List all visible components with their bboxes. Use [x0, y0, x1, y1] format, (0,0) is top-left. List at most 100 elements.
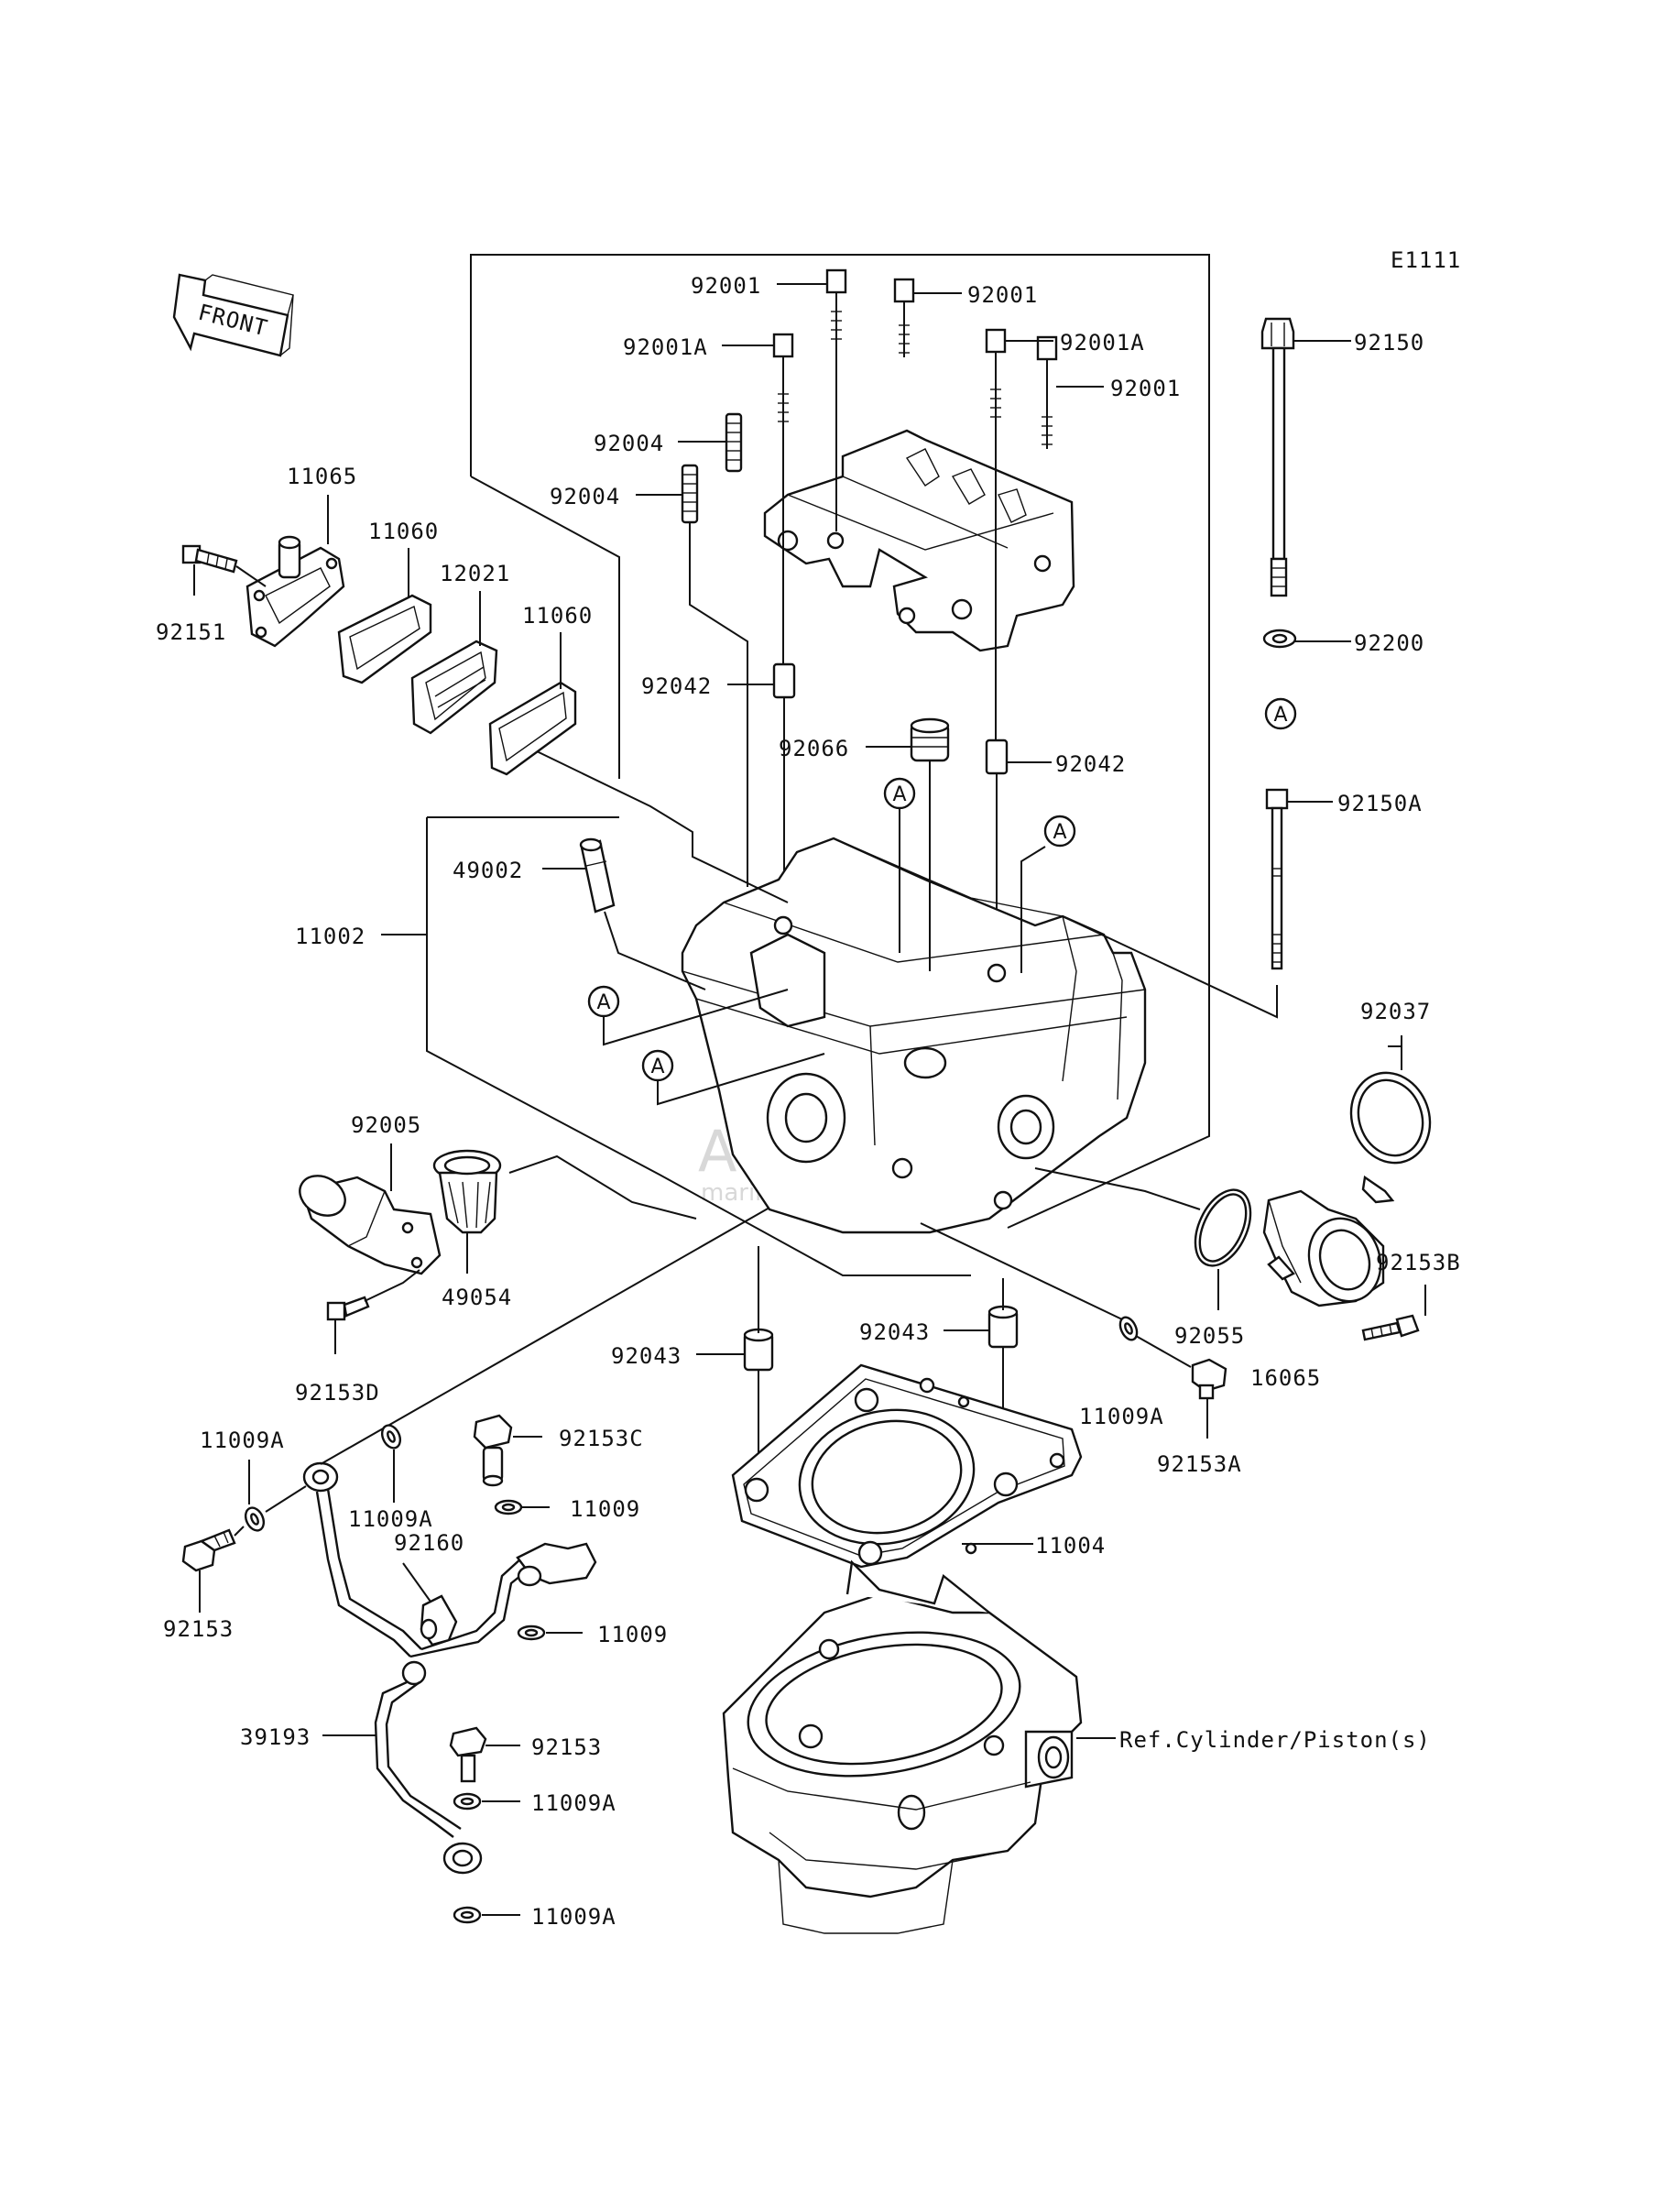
- bracket-92160: [420, 1594, 458, 1647]
- label-11009A-d: 11009A: [531, 1904, 616, 1930]
- part-labels: 92001 92001 92001A 92001A 92001 92004 92…: [156, 273, 1461, 1930]
- label-11004: 11004: [1035, 1533, 1106, 1559]
- label-92055: 92055: [1174, 1323, 1245, 1349]
- label-92042-b: 92042: [1055, 751, 1126, 777]
- label-92153C: 92153C: [559, 1426, 644, 1451]
- bolt-92153B: [1361, 1285, 1426, 1341]
- washer-11009-a: [494, 1499, 550, 1515]
- label-11060-b: 11060: [522, 603, 593, 629]
- label-92153A: 92153A: [1157, 1451, 1242, 1477]
- marker-a-1: A: [883, 777, 916, 953]
- label-92001A-b: 92001A: [1060, 330, 1145, 356]
- leader-lines: [193, 283, 1402, 1736]
- label-11009A-a: 11009A: [200, 1428, 285, 1453]
- dowel-92043-b: [987, 1278, 1019, 1484]
- bolt-92153-b: [449, 1726, 520, 1783]
- label-92004-b: 92004: [550, 484, 620, 509]
- label-11065: 11065: [287, 464, 357, 489]
- thermostat-cover-92005: [299, 1143, 442, 1275]
- bolt-92150A: [1062, 788, 1289, 1019]
- svg-text:A: A: [596, 991, 610, 1014]
- stud-92004-b: [681, 464, 748, 887]
- label-92001-c: 92001: [1110, 376, 1181, 401]
- valve-guide-49002: [579, 837, 706, 990]
- cylinder-block: [722, 1559, 1116, 1934]
- bolt-92001-c: [1036, 335, 1058, 449]
- dowel-92042-b: [985, 738, 1009, 935]
- bolt-92153A: [1191, 1358, 1227, 1439]
- label-92160: 92160: [394, 1530, 464, 1556]
- head-gasket-11004: [731, 1363, 1083, 1569]
- camshaft-cap: [763, 429, 1075, 652]
- bolt-92001A-b: [985, 328, 1007, 740]
- label-12021: 12021: [440, 561, 510, 586]
- marker-a-3: A: [587, 985, 789, 1046]
- label-11009A-b: 11009A: [348, 1506, 433, 1532]
- svg-text:A: A: [1053, 821, 1066, 844]
- plug-92066: [910, 717, 950, 880]
- label-92066: 92066: [779, 736, 849, 761]
- washer-11009A-d: [453, 1906, 520, 1924]
- bolt-92151: [181, 544, 267, 587]
- label-92150: 92150: [1354, 330, 1424, 356]
- bolt-92153C: [473, 1414, 542, 1487]
- thermostat-49054: [432, 1149, 697, 1274]
- label-11009A-right: 11009A: [1079, 1404, 1164, 1429]
- label-92001A-a: 92001A: [623, 334, 708, 360]
- cylinder-head: [681, 837, 1147, 1234]
- label-11009-b: 11009: [597, 1622, 668, 1647]
- label-92005: 92005: [351, 1112, 421, 1138]
- svg-text:A: A: [892, 783, 906, 806]
- label-49002: 49002: [453, 858, 523, 883]
- label-92004-a: 92004: [594, 431, 664, 456]
- assembly-bracket-lines: [381, 254, 1210, 1276]
- label-92150A: 92150A: [1337, 791, 1423, 816]
- reed-valve-12021: [410, 640, 498, 735]
- svg-text:A: A: [1273, 704, 1287, 727]
- stud-92004-a: [725, 412, 743, 473]
- front-direction-arrow: FRONT: [172, 273, 294, 357]
- label-92001-a: 92001: [691, 273, 761, 299]
- label-92153-b: 92153: [531, 1734, 602, 1760]
- label-92001-b: 92001: [967, 282, 1038, 308]
- label-92153B: 92153B: [1376, 1250, 1461, 1275]
- label-92043-a: 92043: [611, 1343, 682, 1369]
- label-92042-a: 92042: [641, 673, 712, 699]
- label-92200: 92200: [1354, 630, 1424, 656]
- bolt-92150: [1260, 317, 1295, 597]
- gasket-11060-b: [488, 681, 789, 903]
- label-11009-a: 11009: [570, 1496, 640, 1522]
- marker-a-5: A: [1264, 697, 1297, 730]
- label-92153D: 92153D: [295, 1380, 380, 1406]
- washer-11009A-right: [920, 1222, 1192, 1368]
- washer-11009A-c: [453, 1792, 520, 1811]
- label-92151: 92151: [156, 619, 226, 645]
- label-16065: 16065: [1250, 1365, 1321, 1391]
- o-ring-92055: [1034, 1167, 1252, 1310]
- bolt-92001-a: [825, 268, 847, 531]
- bolt-92153D: [326, 1269, 420, 1354]
- marker-a-2: A: [1020, 815, 1076, 973]
- svg-text:A: A: [650, 1056, 664, 1078]
- bolt-92001-b: [893, 278, 915, 357]
- gasket-11060-a: [337, 594, 432, 684]
- oil-pipe-39193: [302, 1207, 770, 1875]
- washer-11009-b: [517, 1625, 583, 1641]
- bolt-92153-a: [181, 1526, 245, 1613]
- ref-note: Ref.Cylinder/Piston(s): [1119, 1727, 1431, 1753]
- bolt-92001A-a: [772, 333, 794, 664]
- washer-92200: [1262, 629, 1297, 649]
- reed-cover-11065: [245, 535, 345, 648]
- washer-11009A-a: [244, 1460, 307, 1532]
- washer-11009A-b: [380, 1424, 402, 1503]
- label-39193: 39193: [240, 1724, 311, 1750]
- carburetor-holder-16065: [1262, 1189, 1385, 1307]
- label-92153-a: 92153: [163, 1616, 234, 1642]
- label-11009A-c: 11009A: [531, 1790, 616, 1816]
- label-92037: 92037: [1360, 999, 1431, 1024]
- label-11002: 11002: [295, 924, 365, 949]
- dowel-92043-a: [743, 1246, 774, 1457]
- clamp-92037: [1349, 1035, 1432, 1204]
- label-92043-b: 92043: [859, 1319, 930, 1345]
